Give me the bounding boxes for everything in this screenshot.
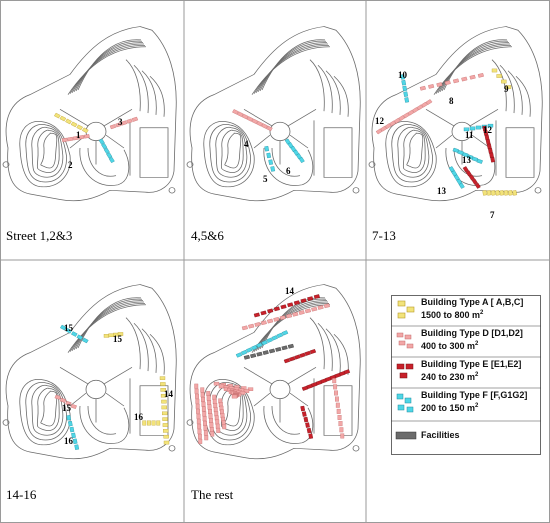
street-number-label: 12 [483,125,492,135]
swatch-type-f-icon [396,393,414,413]
legend-item-type-e: Building Type E [E1,E2] 240 to 230 m2 [391,357,541,388]
site-plan-3 [368,26,543,202]
street-number-label: 5 [263,174,268,184]
site-plan-1 [2,26,177,202]
legend-range-type-a: 1500 to 800 m2 [421,310,484,320]
panel-label-streets-7-13: 7-13 [372,228,396,243]
street-number-label: 12 [375,116,384,126]
legend: Building Type A [ A,B,C] 1500 to 800 m2 … [391,295,541,455]
street-number-label: 1 [76,130,81,140]
street-number-label: 15 [62,403,71,413]
panel-label-the-rest: The rest [191,487,234,502]
street-number-label: 11 [465,130,474,140]
street-number-label: 15 [64,323,73,333]
street-number-label: 13 [437,186,446,196]
swatch-type-a-icon [397,300,415,319]
legend-range-type-f: 200 to 150 m2 [421,403,479,413]
legend-name-type-e: Building Type E [E1,E2] [421,359,522,369]
legend-name-type-f: Building Type F [F,G1G2] [421,390,528,400]
street-number-label: 16 [134,412,143,422]
street-number-label: 7 [490,210,495,220]
panel-label-streets-4-6: 4,5&6 [191,228,224,243]
legend-item-type-d: Building Type D [D1,D2] 400 to 300 m2 [391,326,541,357]
legend-item-type-a: Building Type A [ A,B,C] 1500 to 800 m2 [391,295,541,326]
swatch-type-e-icon [396,363,414,379]
street-number-label: 14 [164,389,173,399]
panel-label-streets-1-3: Street 1,2&3 [6,228,73,243]
street-number-label: 10 [398,70,407,80]
site-plan-5 [186,284,361,460]
street-number-label: 4 [244,139,249,149]
street-number-label: 16 [64,436,73,446]
street-number-label: 6 [286,166,291,176]
swatch-type-d-icon [396,332,414,349]
swatch-facilities-icon [395,431,417,440]
legend-range-type-d: 400 to 300 m2 [421,341,479,351]
site-plan-2 [186,26,361,202]
legend-name-type-a: Building Type A [ A,B,C] [421,297,524,307]
legend-name-facilities: Facilities [421,430,460,440]
site-plan-4 [2,284,177,460]
street-number-label: 14 [285,286,294,296]
legend-range-type-e: 240 to 230 m2 [421,372,479,382]
street-number-label: 15 [113,334,122,344]
legend-item-type-f: Building Type F [F,G1G2] 200 to 150 m2 [391,388,541,421]
panel-label-streets-14-16: 14-16 [6,487,37,502]
street-number-label: 3 [118,117,123,127]
legend-item-facilities: Facilities [391,421,541,455]
street-number-label: 8 [449,96,454,106]
street-number-label: 9 [504,84,509,94]
legend-name-type-d: Building Type D [D1,D2] [421,328,523,338]
legend-frame [391,295,541,455]
street-number-label: 2 [68,160,73,170]
street-number-label: 13 [462,155,471,165]
